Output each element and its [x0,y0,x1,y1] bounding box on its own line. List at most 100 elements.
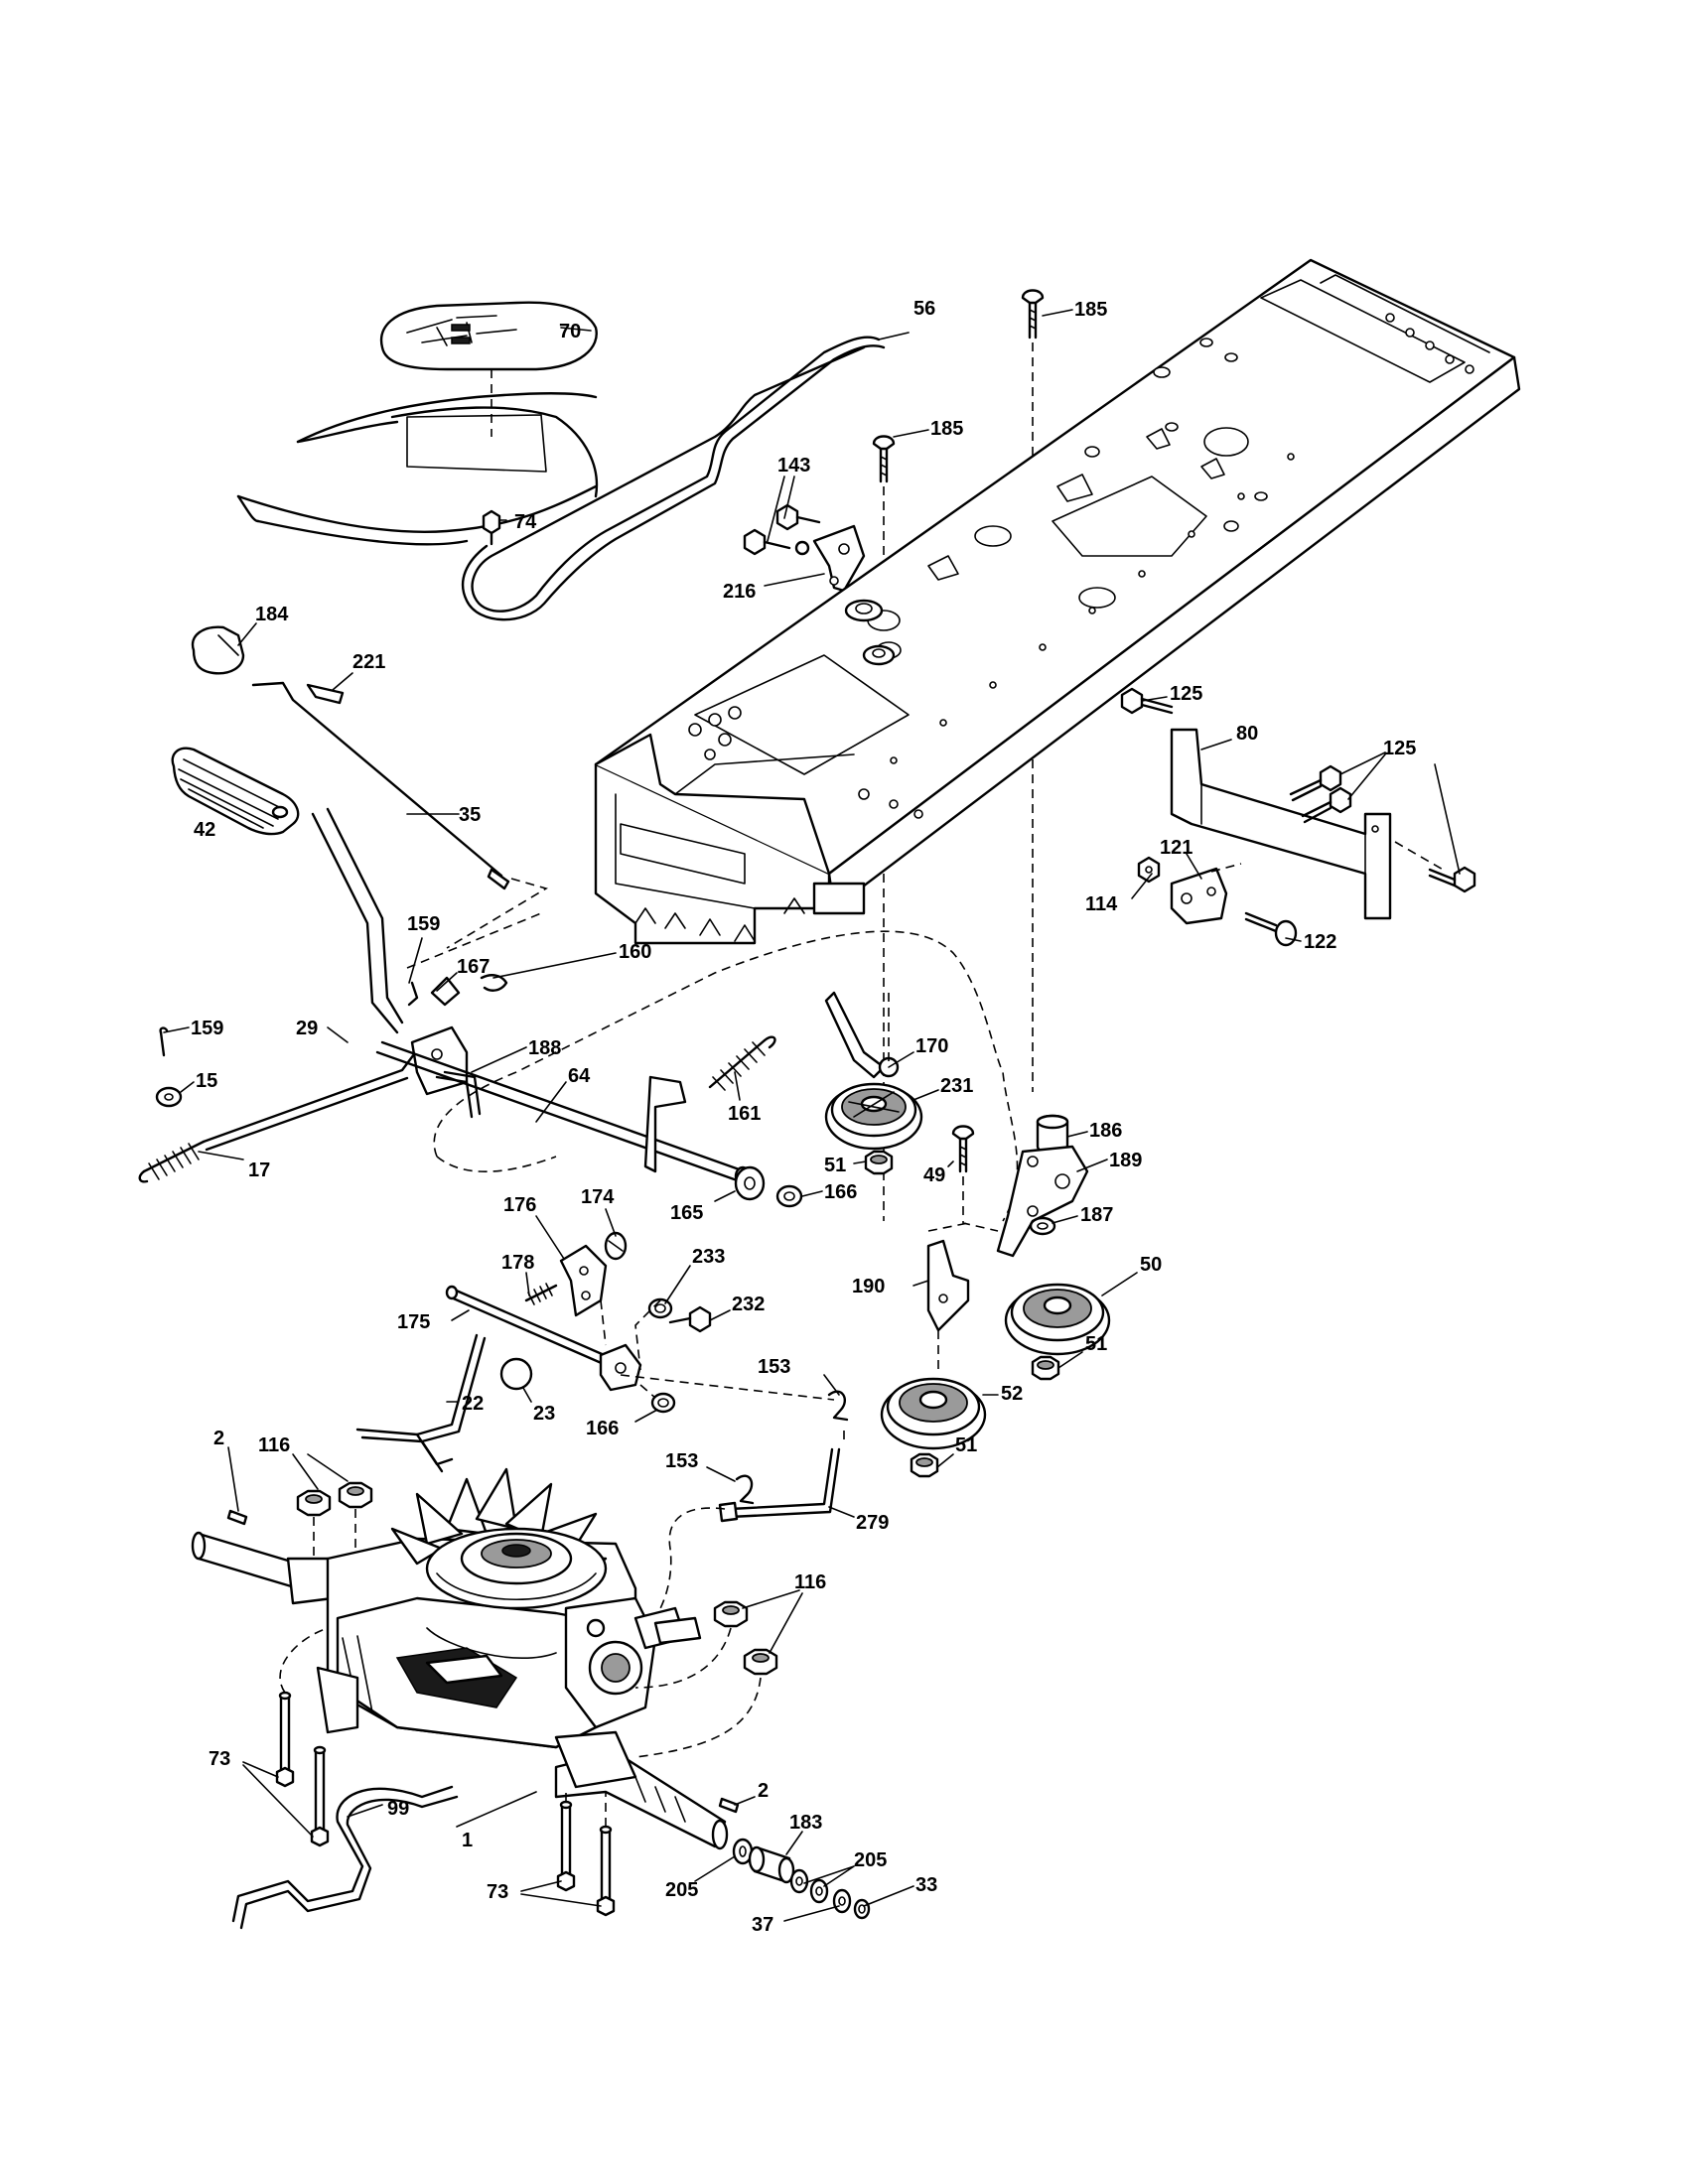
bracket-176 [559,1244,608,1317]
washer-205-right [789,1868,829,1904]
callout-numbers: 70 56 185 185 74 143 216 184 221 35 42 1… [191,298,1416,1936]
nuts-116-right [713,1600,778,1676]
pulley-50 [1004,1283,1111,1356]
callout-49: 49 [923,1164,945,1186]
callout-153-upper: 153 [758,1356,790,1378]
callout-116-left: 116 [258,1434,290,1456]
clip-160 [480,974,508,992]
callout-122: 122 [1304,931,1336,953]
fender-body [236,392,599,546]
callout-231: 231 [940,1075,973,1097]
callout-165: 165 [670,1202,703,1224]
idler-bracket-189 [996,1145,1089,1258]
pin-122 [1244,911,1298,947]
bolt-73-left-a [275,1691,295,1788]
washer-174 [604,1231,628,1261]
callout-80: 80 [1236,723,1258,745]
rod-35 [251,681,510,890]
callout-37: 37 [752,1914,773,1936]
washer-166-top [775,1184,803,1208]
ring-33 [853,1898,871,1920]
spring-178 [524,1283,558,1305]
bracket-190 [926,1239,970,1332]
callout-167: 167 [457,956,490,978]
callout-279: 279 [856,1512,889,1534]
callout-205-left: 205 [665,1879,698,1901]
rod-175 [445,1285,618,1370]
callout-51-upper: 51 [824,1155,846,1176]
spacer-183 [748,1845,795,1884]
bolt-73-left-b [310,1745,330,1847]
clevis-167 [430,976,461,1007]
callout-51-lower: 51 [955,1434,977,1456]
nut-51-right [1031,1355,1060,1381]
idler-arm-170 [824,991,900,1079]
key-2-right [718,1797,740,1814]
callout-170: 170 [915,1035,948,1057]
cross-shaft-64 [375,1040,752,1187]
nut-51-lower [910,1452,939,1478]
callout-2-left: 2 [213,1428,224,1449]
drive-belt-56 [461,336,886,621]
plate-121 [1170,867,1228,925]
pivot-assembly [410,1025,469,1096]
hitch-bracket-80 [1170,728,1392,920]
callout-187: 187 [1080,1204,1113,1226]
key-2-left [226,1509,248,1526]
bolt-185-mid [872,435,896,483]
callout-189: 189 [1109,1150,1142,1171]
bolts-143 [743,503,821,556]
lever-22 [355,1333,487,1473]
callout-114: 114 [1085,893,1118,915]
callout-159-left: 159 [191,1018,223,1039]
bolt-185-top [1021,289,1045,340]
callout-160: 160 [619,941,651,963]
callout-116-right: 116 [794,1571,826,1593]
callout-174: 174 [581,1186,615,1208]
transaxle-1 [191,1467,729,1850]
callout-159-upper: 159 [407,913,440,935]
bolt-232 [668,1305,712,1333]
callout-175: 175 [397,1311,430,1333]
nut-114 [1137,856,1161,884]
callout-15: 15 [196,1070,217,1092]
callout-184: 184 [255,604,289,625]
callout-186: 186 [1089,1120,1122,1142]
washer-37 [832,1888,852,1914]
callout-99: 99 [387,1798,409,1820]
bolt-49 [951,1125,975,1173]
callout-125-top: 125 [1170,683,1202,705]
callout-166-lower: 166 [586,1418,619,1439]
bolts-125-side [1289,764,1476,893]
callout-205-right: 205 [854,1849,887,1871]
rod-188 [435,1070,482,1119]
callout-23: 23 [533,1403,555,1425]
spring-161 [708,1035,776,1091]
pedal-42 [171,747,300,836]
washer-166-lower [650,1392,676,1414]
callout-185-mid: 185 [930,418,963,440]
clip-153-upper [827,1390,849,1422]
callout-176: 176 [503,1194,536,1216]
frame-grommets [844,599,896,666]
clip-153-lower [735,1474,755,1505]
callout-1: 1 [462,1830,473,1851]
knob-184 [191,625,245,675]
bolt-73-bottom-a [556,1800,576,1892]
callout-64: 64 [568,1065,591,1087]
callout-17: 17 [248,1160,270,1181]
callout-74: 74 [514,511,537,533]
nut-51-upper [864,1150,894,1175]
bolt-73-bottom-b [596,1825,616,1917]
callout-232: 232 [732,1294,765,1315]
callout-143: 143 [777,455,810,477]
bolt-125-top [1120,687,1174,715]
pin-159-right [407,981,419,1007]
spring-17 [138,1140,206,1183]
rod-29 [202,1048,419,1152]
callout-161: 161 [728,1103,761,1125]
callout-166-top: 166 [824,1181,857,1203]
callout-29: 29 [296,1018,318,1039]
callout-35: 35 [459,804,481,826]
leader-lines [163,309,1461,1922]
